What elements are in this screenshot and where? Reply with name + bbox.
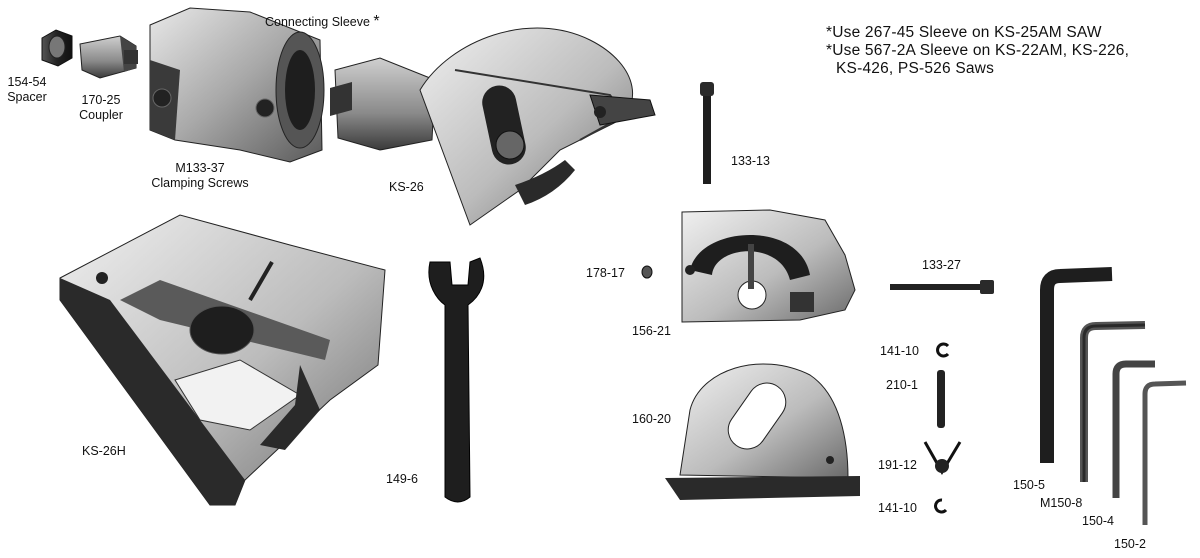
- hexkey-150-5-part: [1040, 267, 1113, 463]
- spacer-part: [41, 29, 73, 67]
- hexkey-150-5-label: 150-5: [1013, 478, 1045, 492]
- coupler-part-number: 170-25: [81, 93, 121, 107]
- plate-160-20-label: 160-20: [632, 412, 671, 426]
- guard-156-21-label: 156-21: [632, 324, 671, 338]
- guard-156-21-part: [681, 209, 856, 323]
- saw-ks26h-part: [59, 214, 386, 506]
- clip-141-10-bottom-part: [934, 498, 948, 514]
- hexkey-150-4-label: 150-4: [1082, 514, 1114, 528]
- saw-ks26-part: [330, 27, 656, 226]
- coupler-part: [79, 35, 138, 79]
- clip-141-10-bottom-label: 141-10: [878, 501, 917, 515]
- clamping-part-number: M133-37: [175, 161, 225, 175]
- clamping-name: Clamping Screws: [151, 176, 249, 190]
- pin-210-1-part: [937, 370, 945, 428]
- spring-191-12-part: [923, 441, 962, 475]
- pin-210-1-label: 210-1: [886, 378, 918, 392]
- hexkey-150-4-part: [1112, 360, 1155, 498]
- spacer-name: Spacer: [7, 90, 47, 104]
- wrench-149-6-part: [428, 257, 485, 503]
- screw-133-13-part: [700, 82, 714, 184]
- connecting-sleeve-text: Connecting Sleeve: [265, 15, 370, 29]
- connecting-sleeve-label: Connecting Sleeve *: [265, 13, 380, 30]
- note-line-3: KS-426, PS-526 Saws: [836, 60, 995, 77]
- hexkey-m150-8-part: [1080, 321, 1146, 482]
- hexkey-150-2-part: [1142, 380, 1187, 525]
- screw-133-13-label: 133-13: [731, 154, 770, 168]
- setscrew-178-17-part: [641, 265, 653, 279]
- wrench-149-6-label: 149-6: [386, 472, 418, 486]
- spacer-part-number: 154-54: [7, 75, 47, 89]
- plate-160-20-part: [665, 363, 860, 500]
- spring-191-12-label: 191-12: [878, 458, 917, 472]
- bolt-133-27-part: [890, 280, 994, 294]
- setscrew-178-17-label: 178-17: [586, 266, 625, 280]
- bolt-133-27-label: 133-27: [922, 258, 961, 272]
- hexkey-150-2-label: 150-2: [1114, 537, 1146, 551]
- clip-141-10-top-part: [936, 342, 950, 358]
- coupler-name: Coupler: [79, 108, 123, 122]
- clip-141-10-top-label: 141-10: [880, 344, 919, 358]
- asterisk-mark: *: [373, 13, 380, 30]
- saw-ks26h-label: KS-26H: [82, 444, 126, 458]
- note-line-1: *Use 267-45 Sleeve on KS-25AM SAW: [826, 24, 1102, 41]
- hexkey-m150-8-label: M150-8: [1040, 496, 1083, 510]
- connecting-sleeve-part: [149, 7, 325, 163]
- note-line-2: *Use 567-2A Sleeve on KS-22AM, KS-226,: [826, 42, 1130, 59]
- saw-ks26-label: KS-26: [389, 180, 424, 194]
